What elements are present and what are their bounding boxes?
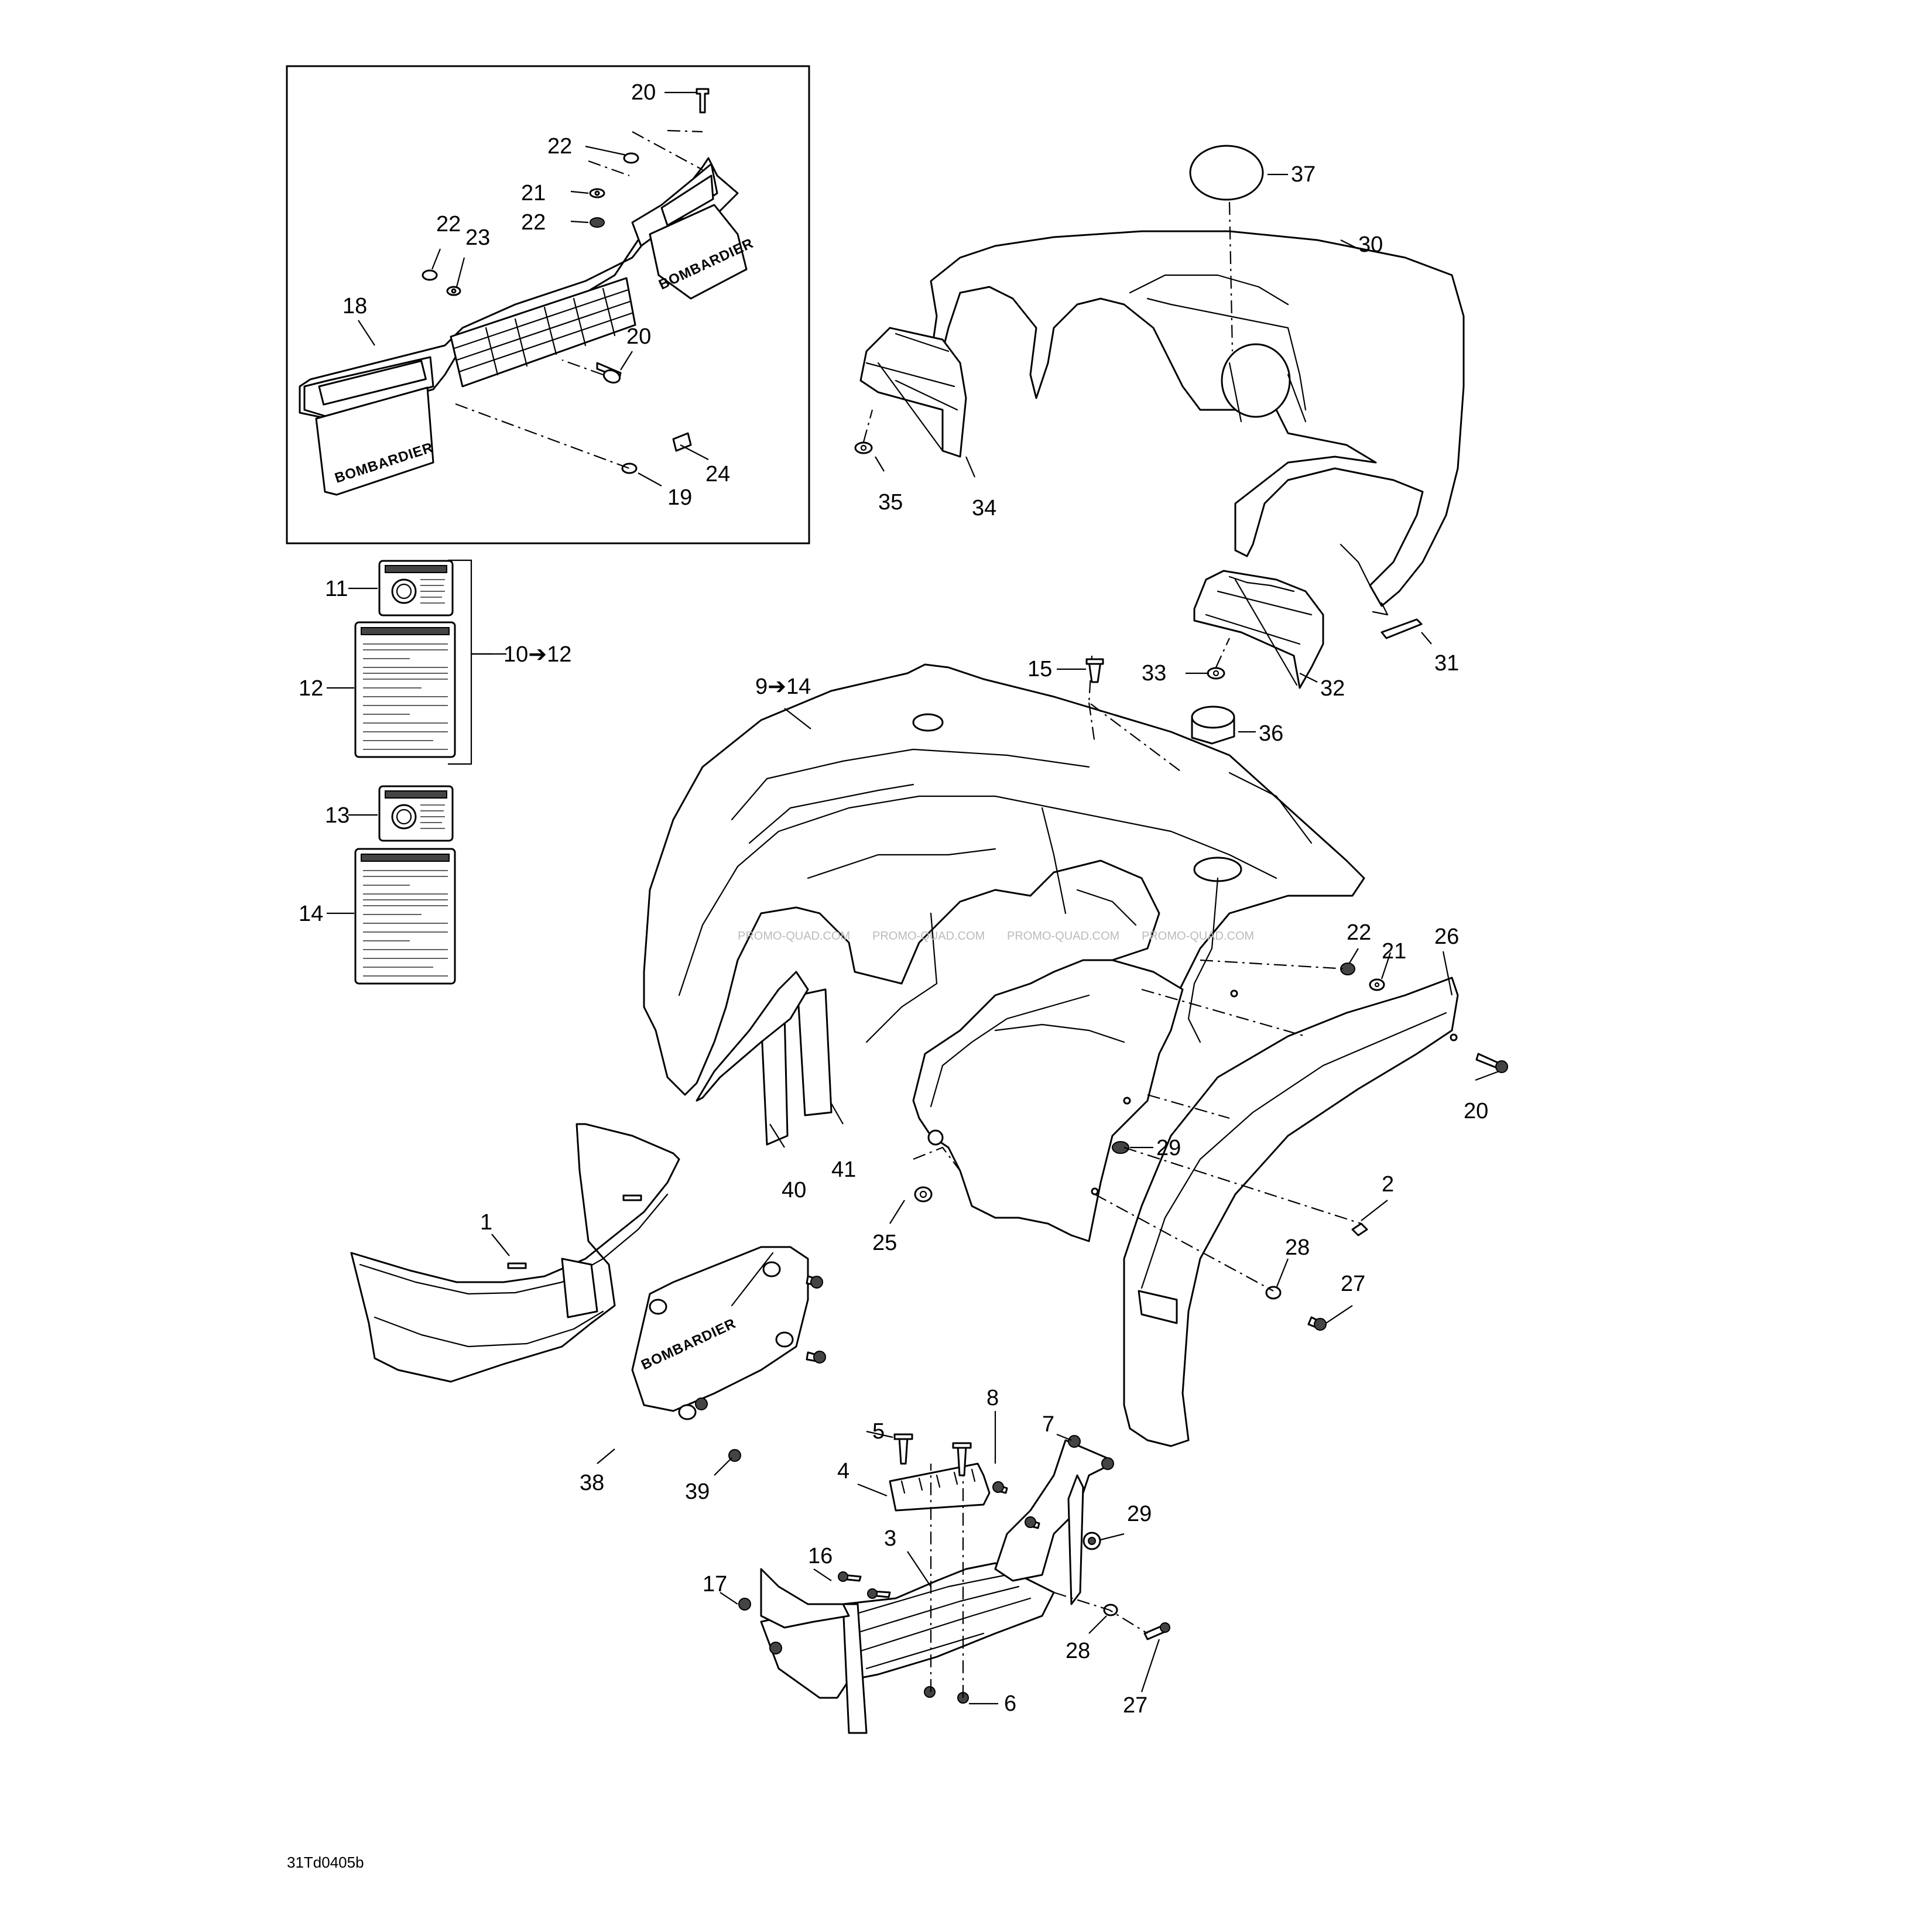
callout-30: 30 — [1358, 232, 1383, 257]
footrest-hardware — [738, 1433, 1170, 1704]
callouts: 20 22 21 22 22 23 18 20 24 19 37 30 35 3… — [299, 80, 1488, 1718]
inset-hardware — [422, 88, 710, 474]
callout-18: 18 — [342, 294, 367, 318]
rack-support-34 — [859, 327, 967, 458]
left-splash — [696, 971, 809, 1102]
callout-16: 16 — [808, 1544, 833, 1568]
callout-12: 12 — [299, 676, 323, 701]
watermark-2: PROMO-QUAD.COM — [872, 930, 985, 943]
callout-28-lower: 28 — [1066, 1639, 1090, 1663]
callout-15: 15 — [1027, 657, 1052, 681]
callout-33: 33 — [1142, 661, 1166, 686]
rear-fender-top — [930, 230, 1465, 616]
callout-22-inset-b: 22 — [521, 210, 546, 235]
callout-20-inset-top: 20 — [631, 80, 656, 105]
callout-40: 40 — [782, 1178, 806, 1203]
grommets-33-35 — [854, 409, 1230, 680]
callout-21-right: 21 — [1382, 939, 1406, 964]
callout-32: 32 — [1320, 676, 1345, 701]
watermark-3: PROMO-QUAD.COM — [1007, 930, 1119, 943]
callout-20-right: 20 — [1464, 1099, 1488, 1123]
leader-lines — [327, 239, 1499, 1705]
callout-14: 14 — [299, 902, 323, 926]
decal-11 — [378, 560, 454, 616]
clip-31 — [1381, 618, 1432, 645]
inset-leaders — [358, 91, 709, 487]
decal-12 — [354, 621, 456, 758]
callout-26: 26 — [1434, 924, 1459, 949]
callout-11: 11 — [325, 577, 348, 601]
callout-38: 38 — [580, 1471, 604, 1495]
callout-34: 34 — [972, 496, 996, 520]
callout-19: 19 — [667, 485, 692, 510]
decal-14 — [354, 848, 456, 985]
callout-13: 13 — [325, 803, 350, 828]
bumper-inset: BOMBARDIER BOMBARDIER — [286, 65, 810, 544]
callout-41: 41 — [831, 1157, 856, 1182]
footrest — [760, 1439, 1114, 1734]
callout-22-right: 22 — [1347, 920, 1371, 945]
inner-splash — [912, 959, 1184, 1242]
callout-39: 39 — [685, 1479, 710, 1504]
callout-17: 17 — [703, 1572, 727, 1597]
callout-5: 5 — [872, 1419, 885, 1444]
callout-36: 36 — [1259, 721, 1283, 746]
decals-group — [354, 559, 492, 985]
callout-37: 37 — [1291, 162, 1316, 187]
decal-13 — [378, 785, 454, 842]
rack-support-32 — [1193, 570, 1324, 689]
callout-9-14: 9➔14 — [755, 674, 811, 699]
plate-screws-39 — [695, 1275, 826, 1462]
callout-22-inset-c: 22 — [436, 212, 461, 237]
callout-27-upper: 27 — [1341, 1272, 1365, 1296]
front-bumper: BOMBARDIER BOMBARDIER — [299, 157, 756, 496]
drawing-code: 31Td0405b — [287, 1854, 364, 1871]
callout-2: 2 — [1382, 1172, 1394, 1197]
callout-27-lower: 27 — [1123, 1693, 1147, 1718]
watermark-1: PROMO-QUAD.COM — [738, 930, 850, 943]
callout-3: 3 — [884, 1526, 896, 1551]
callout-24: 24 — [705, 462, 730, 487]
watermarks: PROMO-QUAD.COM PROMO-QUAD.COM PROMO-QUAD… — [738, 930, 1254, 943]
cap-37 — [1189, 145, 1288, 352]
callout-29-lower: 29 — [1127, 1502, 1152, 1526]
callout-8: 8 — [986, 1386, 999, 1410]
fender-extension — [1091, 977, 1459, 1447]
callout-7: 7 — [1042, 1412, 1054, 1437]
callout-1: 1 — [480, 1210, 492, 1235]
callout-23: 23 — [465, 225, 490, 250]
callout-29-upper: 29 — [1156, 1136, 1181, 1160]
callout-4: 4 — [837, 1459, 849, 1484]
callout-20-inset-mid: 20 — [626, 324, 651, 349]
rear-fender — [643, 663, 1365, 1096]
callout-28-upper: 28 — [1285, 1235, 1310, 1260]
callout-10-12: 10➔12 — [503, 642, 571, 667]
callout-25: 25 — [872, 1231, 897, 1255]
mud-guard-40-41 — [760, 988, 833, 1146]
callout-22-inset-a: 22 — [547, 134, 572, 159]
cap-36 — [1191, 705, 1256, 745]
fender-hardware — [913, 655, 1508, 1331]
license-plate: BOMBARDIER — [631, 1246, 809, 1420]
callout-21-inset: 21 — [521, 181, 546, 205]
watermark-4: PROMO-QUAD.COM — [1142, 930, 1254, 943]
callout-6: 6 — [1004, 1691, 1016, 1716]
callout-35: 35 — [878, 490, 903, 515]
callout-31: 31 — [1434, 651, 1459, 676]
rear-cover — [350, 1123, 680, 1383]
